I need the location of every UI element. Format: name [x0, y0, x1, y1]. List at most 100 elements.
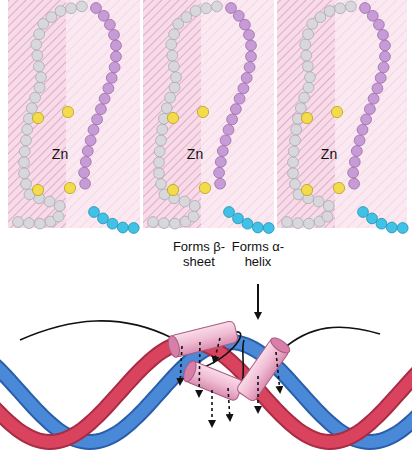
residue-bead — [89, 207, 100, 218]
zinc-label: Zn — [175, 146, 215, 162]
zinc-ligand-bead — [64, 182, 75, 193]
residue-bead — [109, 62, 120, 73]
zinc-ligand-bead — [333, 182, 344, 193]
residue-bead — [293, 218, 304, 229]
residue-bead — [231, 104, 242, 115]
residue-bead — [378, 30, 389, 41]
residue-bead — [106, 73, 117, 84]
zinc-ligand-bead — [32, 184, 43, 195]
residue-bead — [109, 30, 120, 41]
zinc-label: Zn — [40, 146, 80, 162]
residue-bead — [240, 19, 251, 30]
panel-shade — [8, 0, 66, 228]
zinc-ligand-bead — [167, 112, 178, 123]
residue-bead — [349, 178, 360, 189]
residue-bead — [376, 218, 387, 229]
residue-bead — [220, 135, 231, 146]
residue-bead — [299, 92, 310, 103]
dna-strand-edge — [0, 342, 412, 442]
residue-bead — [111, 51, 122, 62]
residue-bead — [19, 157, 30, 168]
helix-cylinder — [236, 335, 292, 403]
residue-bead — [167, 50, 178, 61]
residue-bead — [80, 157, 91, 168]
residue-bead — [378, 62, 389, 73]
residue-bead — [30, 92, 41, 103]
residue-bead — [111, 40, 122, 51]
helix-cylinder — [166, 320, 238, 358]
residue-bead — [77, 1, 88, 12]
residue-bead — [34, 29, 45, 40]
residue-bead — [31, 39, 42, 50]
residue-bead — [315, 12, 326, 23]
residue-bead — [103, 83, 114, 94]
residue-bead — [46, 12, 57, 23]
residue-bead — [99, 93, 110, 104]
residue-bead — [215, 178, 226, 189]
zinc-ligand-bead — [197, 106, 208, 117]
residue-bead — [397, 223, 408, 234]
residue-bead — [148, 217, 159, 228]
residue-bead — [358, 207, 369, 218]
residue-bead — [323, 201, 334, 212]
residue-bead — [34, 82, 45, 93]
residue-bead — [380, 51, 391, 62]
residue-bead — [367, 213, 378, 224]
dna-strand — [0, 342, 412, 442]
residue-bead — [290, 135, 301, 146]
residue-bead — [92, 114, 103, 125]
residue-bead — [105, 19, 116, 30]
residue-bead — [335, 3, 346, 14]
residue-bead — [80, 178, 91, 189]
residue-bead — [34, 61, 45, 72]
residue-bead — [154, 146, 165, 157]
residue-bead — [53, 211, 64, 222]
residue-bead — [181, 12, 192, 23]
residue-bead — [188, 211, 199, 222]
residue-bead — [190, 6, 201, 17]
residue-bead — [79, 167, 90, 178]
structure-label: Forms β-sheet — [168, 240, 230, 270]
residue-bead — [166, 39, 177, 50]
residue-bead — [324, 6, 335, 17]
residue-bead — [214, 167, 225, 178]
residue-bead — [349, 157, 360, 168]
residue-bead — [98, 213, 109, 224]
contact-arrows — [180, 338, 280, 426]
residue-bead — [21, 179, 32, 190]
residue-bead — [224, 207, 235, 218]
residue-bead — [156, 135, 167, 146]
zinc-ligand-bead — [199, 182, 210, 193]
residue-bead — [301, 50, 312, 61]
protein-backbone — [282, 327, 380, 350]
residue-bead — [263, 223, 274, 234]
residue-bead — [348, 167, 359, 178]
residue-bead — [361, 114, 372, 125]
residue-bead — [380, 40, 391, 51]
residue-bead — [96, 104, 107, 115]
panel — [143, 0, 274, 228]
residue-bead — [288, 146, 299, 157]
residue-bead — [54, 201, 65, 212]
residue-bead — [354, 135, 365, 146]
residue-bead — [346, 1, 357, 12]
residue-bead — [288, 157, 299, 168]
residue-bead — [107, 218, 118, 229]
zinc-finger — [148, 1, 274, 233]
residue-bead — [66, 3, 77, 14]
residue-bead — [365, 104, 376, 115]
panel-shade — [143, 0, 201, 228]
residue-bead — [201, 3, 212, 14]
zinc-ligand-bead — [331, 106, 342, 117]
residue-bead — [35, 218, 46, 229]
residue-bead — [154, 157, 165, 168]
residue-bead — [246, 51, 257, 62]
residue-bead — [252, 222, 263, 233]
residue-bead — [244, 62, 255, 73]
residue-bead — [44, 196, 55, 207]
amino-acid-beads — [13, 1, 409, 233]
residue-bead — [233, 213, 244, 224]
residue-bead — [55, 6, 66, 17]
residue-bead — [244, 30, 255, 41]
